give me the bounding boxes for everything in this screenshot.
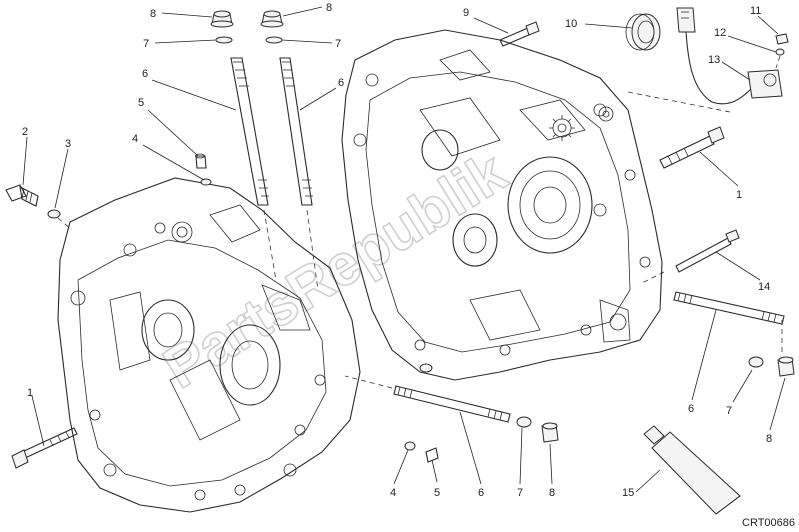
oil-sensor[interactable] bbox=[5, 184, 39, 207]
callout-12: 12 bbox=[714, 27, 726, 39]
stud-top-right[interactable] bbox=[279, 57, 313, 206]
oil-seal[interactable] bbox=[625, 13, 661, 51]
bolt-top[interactable] bbox=[499, 21, 540, 47]
callout-9: 9 bbox=[463, 7, 469, 19]
o-ring-center[interactable] bbox=[419, 363, 433, 373]
callout-6: 6 bbox=[688, 403, 694, 415]
stud-top-left[interactable] bbox=[230, 57, 269, 206]
right-crankcase-half[interactable] bbox=[341, 29, 663, 381]
callout-15: 15 bbox=[622, 487, 634, 499]
callout-7: 7 bbox=[726, 405, 732, 417]
callout-8: 8 bbox=[766, 433, 772, 445]
washer-right[interactable] bbox=[748, 356, 764, 368]
sensor-washer[interactable] bbox=[775, 48, 785, 56]
callout-4: 4 bbox=[390, 487, 396, 499]
callout-7: 7 bbox=[143, 38, 149, 50]
callout-5: 5 bbox=[138, 97, 144, 109]
callout-8: 8 bbox=[150, 8, 156, 20]
o-ring-left[interactable] bbox=[200, 178, 212, 186]
nut-top-left[interactable] bbox=[210, 10, 234, 28]
o-ring-bottom[interactable] bbox=[404, 441, 416, 451]
callout-6: 6 bbox=[142, 68, 148, 80]
sealing-washer[interactable] bbox=[47, 209, 61, 219]
callout-3: 3 bbox=[65, 138, 71, 150]
bolt-right[interactable] bbox=[659, 126, 725, 169]
callout-1: 1 bbox=[27, 387, 33, 399]
sealant-tube[interactable] bbox=[643, 425, 741, 515]
leader-lines bbox=[22, 6, 786, 493]
callout-13: 13 bbox=[708, 54, 720, 66]
callout-11: 11 bbox=[750, 5, 761, 17]
nut-top-right[interactable] bbox=[260, 10, 284, 28]
callout-10: 10 bbox=[565, 18, 577, 30]
callout-8: 8 bbox=[549, 487, 555, 499]
callout-7: 7 bbox=[335, 38, 341, 50]
callout-14: 14 bbox=[758, 281, 770, 293]
diagram-code: CRT00686 bbox=[742, 517, 795, 529]
callout-6: 6 bbox=[478, 487, 484, 499]
callout-labels: 8 8 7 7 6 6 5 4 2 3 9 10 11 12 13 1 14 6… bbox=[22, 2, 772, 499]
dowel-pin-left[interactable] bbox=[195, 153, 207, 169]
washer-bottom[interactable] bbox=[516, 416, 532, 428]
long-bolt[interactable] bbox=[675, 229, 740, 273]
gear-icon bbox=[549, 115, 575, 141]
callout-2: 2 bbox=[22, 126, 28, 138]
stud-right[interactable] bbox=[673, 291, 785, 325]
washer-top-right[interactable] bbox=[265, 36, 283, 44]
callout-7: 7 bbox=[517, 487, 523, 499]
callout-1: 1 bbox=[736, 189, 742, 201]
callout-4: 4 bbox=[132, 133, 138, 145]
bolt-left[interactable] bbox=[11, 427, 78, 469]
gear-position-sensor[interactable] bbox=[676, 7, 783, 105]
dowel-pin-bottom[interactable] bbox=[425, 447, 439, 463]
sensor-screw[interactable] bbox=[775, 33, 789, 45]
washer-top-left[interactable] bbox=[215, 36, 233, 44]
nut-right[interactable] bbox=[777, 356, 795, 377]
callout-8: 8 bbox=[326, 2, 332, 14]
callout-5: 5 bbox=[434, 487, 440, 499]
nut-bottom[interactable] bbox=[541, 422, 559, 443]
stud-bottom[interactable] bbox=[393, 385, 511, 423]
callout-6: 6 bbox=[338, 77, 344, 89]
